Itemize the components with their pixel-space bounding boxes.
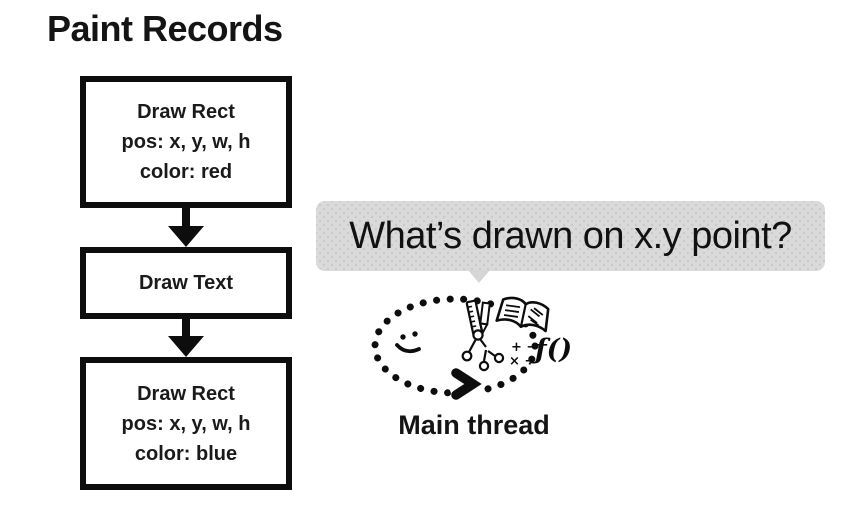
- smiley-face-icon: [395, 331, 421, 354]
- arrow-stem: [182, 316, 190, 336]
- box-line: Draw Rect: [137, 382, 235, 405]
- page-title: Paint Records: [47, 8, 283, 49]
- speech-bubble-tail: [468, 270, 490, 283]
- ruler-icon: [465, 299, 484, 336]
- arrow-stem: [182, 206, 190, 226]
- main-thread-label: Main thread: [398, 410, 550, 440]
- arrow-head: [168, 226, 204, 247]
- main-thread-doodle: + − × ÷ ƒ(): [371, 295, 572, 404]
- down-arrow-icon: [168, 316, 204, 357]
- math-symbols-icon: + − × ÷: [509, 340, 537, 369]
- box-line: color: blue: [134, 442, 238, 465]
- flow-box-draw-rect-blue: Draw Rect pos: x, y, w, h color: blue: [80, 357, 292, 490]
- tree-diagram-icon: [461, 329, 505, 372]
- pencil-icon: [479, 301, 491, 334]
- dotted-loop-icon: [371, 295, 539, 397]
- arrow-head: [168, 336, 204, 357]
- box-line: pos: x, y, w, h: [121, 412, 251, 435]
- speech-bubble-text: What’s drawn on x.y point?: [349, 214, 792, 257]
- box-line: Draw Rect: [137, 101, 235, 123]
- box-line: color: red: [139, 161, 233, 183]
- flow-box-draw-text: Draw Text: [80, 247, 292, 319]
- down-arrow-icon: [168, 206, 204, 247]
- svg-text:× ÷: × ÷: [509, 354, 535, 369]
- chevron-arrow-icon: [451, 368, 482, 400]
- box-line: Draw Text: [138, 272, 234, 294]
- open-book-icon: [495, 296, 550, 333]
- function-notation-icon: ƒ(): [530, 334, 572, 365]
- svg-text:+ −: + −: [511, 340, 537, 355]
- speech-bubble: What’s drawn on x.y point?: [316, 201, 825, 271]
- box-line: pos: x, y, w, h: [121, 131, 251, 153]
- flow-box-draw-rect-red: Draw Rect pos: x, y, w, h color: red: [80, 76, 292, 208]
